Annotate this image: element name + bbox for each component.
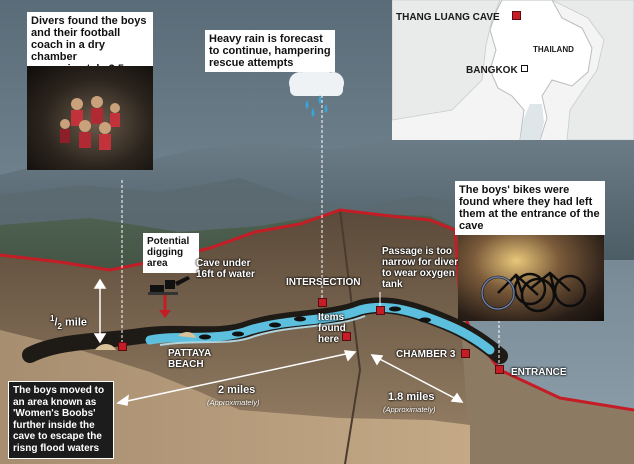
depth-arrow	[93, 278, 107, 344]
boys-figures	[60, 96, 120, 150]
depth-label: 1/2 mile	[50, 314, 88, 331]
bangkok-square-icon	[521, 65, 528, 72]
map-capital-label: BANGKOK	[466, 65, 518, 76]
pattaya-label: PATTAYA BEACH	[168, 348, 211, 370]
depth-denominator: 2	[57, 321, 62, 331]
map-cave-label: THANG LUANG CAVE	[396, 12, 500, 23]
one-eight-note: (Approximately)	[383, 405, 436, 414]
flooded-water	[145, 302, 495, 355]
thailand-map	[392, 0, 634, 140]
items-label: Items found here	[318, 312, 346, 345]
thailand-land	[489, 0, 593, 140]
section-edge	[339, 209, 362, 464]
map-country-label: THAILAND	[533, 45, 574, 54]
intersection-label: INTERSECTION	[286, 277, 361, 288]
one-point-eight-arrow	[370, 354, 464, 403]
valley-slope	[455, 230, 634, 464]
water-highlight	[159, 315, 366, 346]
rescued-boys-photo	[27, 66, 153, 170]
rain-cloud-icon	[289, 61, 344, 117]
neighbour-land	[551, 0, 634, 140]
surface-line	[0, 208, 456, 272]
womens-boobs-area	[95, 344, 116, 350]
divers-callout: Divers found the boys and their football…	[27, 12, 153, 87]
intersection-marker	[318, 298, 327, 307]
entrance-marker	[495, 365, 504, 374]
chamber3-marker	[461, 349, 470, 358]
water-label: Cave under 16ft of water	[196, 258, 255, 280]
depth-unit: mile	[65, 316, 88, 329]
digging-arrow	[159, 295, 171, 318]
moved-callout: The boys moved to an area known as 'Wome…	[8, 381, 114, 459]
two-miles-arrow	[116, 350, 357, 406]
two-miles-note: (Approximately)	[207, 398, 260, 407]
digging-callout: Potential digging area	[143, 233, 199, 273]
bikes-photo	[458, 235, 604, 321]
depth-numerator: 1	[50, 314, 55, 323]
passage-marker	[376, 306, 385, 315]
cave-map-marker	[512, 11, 521, 20]
entrance-label: ENTRANCE	[511, 367, 567, 378]
passage-label: Passage is too narrow for diver to wear …	[382, 246, 459, 290]
boys-location-marker	[118, 342, 127, 351]
divers	[199, 306, 431, 340]
one-eight-label: 1.8 miles	[388, 391, 435, 403]
two-miles-label: 2 miles	[218, 384, 256, 396]
chamber3-label: CHAMBER 3	[396, 349, 456, 360]
bicycles	[480, 271, 587, 313]
myanmar-land	[392, 0, 501, 121]
front-face	[0, 330, 470, 464]
gulf	[520, 104, 544, 140]
excavator-icon	[148, 276, 190, 295]
pattaya-beach-area	[178, 332, 196, 338]
items-marker	[342, 332, 351, 341]
rain-callout: Heavy rain is forecast to continue, hamp…	[205, 30, 335, 72]
bikes-callout: The boys' bikes were found where they ha…	[455, 181, 605, 235]
